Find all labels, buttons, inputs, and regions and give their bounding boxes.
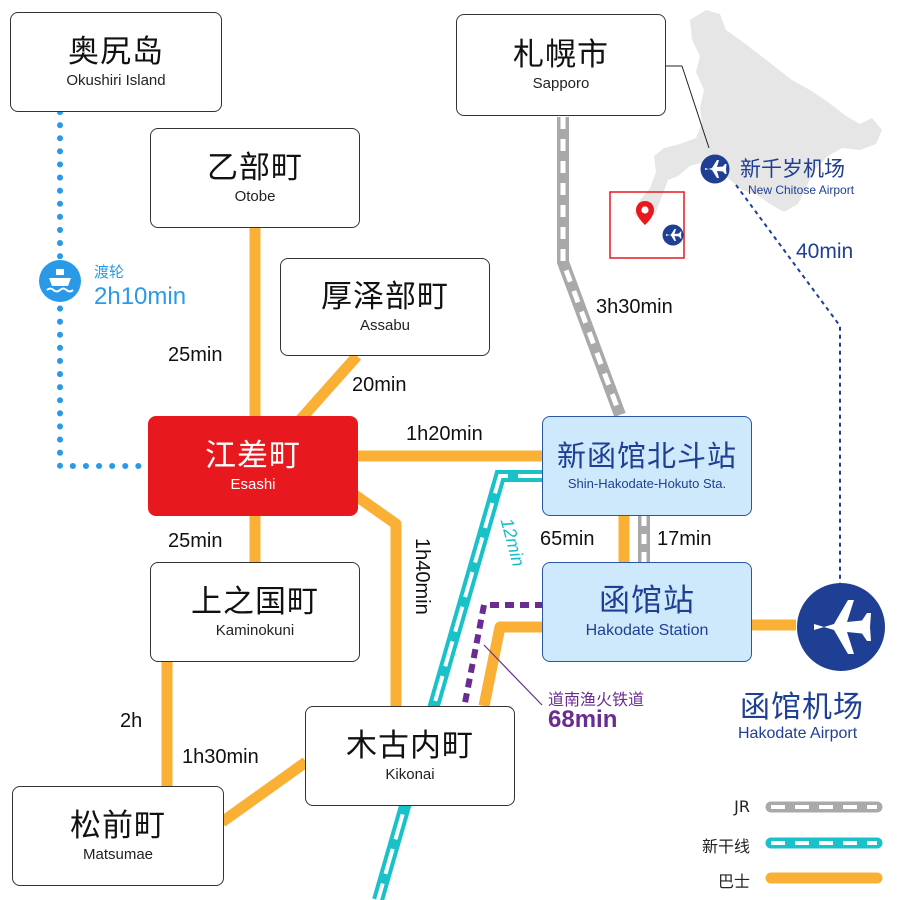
station-name-zh: 函馆站 <box>599 583 695 620</box>
station-kaminokuni[interactable]: 上之国町 Kaminokuni <box>150 562 360 662</box>
legend-lines <box>765 801 883 884</box>
time-sapporo-shinhakodate: 3h30min <box>596 296 673 318</box>
station-name-zh: 札幌市 <box>513 36 609 73</box>
station-name-en: Matsumae <box>82 846 154 864</box>
station-hakodate[interactable]: 函馆站 Hakodate Station <box>542 562 752 662</box>
new-chitose-airport-icon <box>700 154 730 184</box>
bus-routes <box>161 226 796 827</box>
station-name-en: Okushiri Island <box>66 72 166 90</box>
new-chitose-airport-name-en: New Chitose Airport <box>748 183 855 197</box>
private-rail-line <box>461 602 544 709</box>
time-otobe-esashi: 25min <box>168 344 223 366</box>
station-assabu[interactable]: 厚泽部町 Assabu <box>280 258 490 356</box>
ship-icon <box>39 260 81 302</box>
station-matsumae[interactable]: 松前町 Matsumae <box>12 786 224 886</box>
time-chitose-hakodate: 40min <box>796 240 854 263</box>
inset-airport-icon <box>662 224 684 246</box>
jr-lines <box>557 117 650 563</box>
station-name-zh: 木古内町 <box>346 727 474 764</box>
legend-label-shinkansen: 新干线 <box>701 837 750 856</box>
legend-label-jr: JR <box>734 797 750 816</box>
station-shin-hakodate-hokuto[interactable]: 新函馆北斗站 Shin-Hakodate-Hokuto Sta. <box>542 416 752 516</box>
station-name-zh: 江差町 <box>205 437 301 474</box>
station-name-en: Shin-Hakodate-Hokuto Sta. <box>567 475 727 491</box>
time-shinhakodate-hakodate-bus: 65min <box>540 528 595 550</box>
station-name-zh: 奥尻岛 <box>68 33 164 70</box>
station-name-zh: 新函馆北斗站 <box>556 439 737 474</box>
ferry-time: 2h10min <box>94 283 187 310</box>
station-sapporo[interactable]: 札幌市 Sapporo <box>456 14 666 116</box>
time-esashi-kikonai: 1h40min <box>411 538 433 615</box>
ferry-route <box>57 109 151 469</box>
station-okushiri[interactable]: 奥尻岛 Okushiri Island <box>10 12 222 112</box>
station-name-en: Otobe <box>234 188 276 206</box>
station-name-en: Esashi <box>230 476 276 494</box>
chitose-airport-route <box>735 184 841 586</box>
station-name-en: Kikonai <box>385 766 435 784</box>
time-assabu-esashi: 20min <box>352 374 407 396</box>
time-esashi-kaminokuni: 25min <box>168 530 223 552</box>
station-name-en: Hakodate Station <box>585 621 709 639</box>
time-esashi-shinhakodate: 1h20min <box>406 423 483 445</box>
hakodate-airport-name-zh: 函馆机场 <box>740 690 864 725</box>
time-shinhakodate-hakodate-jr: 17min <box>657 528 712 550</box>
new-chitose-airport-name-zh: 新千岁机场 <box>740 157 845 181</box>
station-name-en: Kaminokuni <box>215 622 295 640</box>
station-otobe[interactable]: 乙部町 Otobe <box>150 128 360 228</box>
station-name-zh: 松前町 <box>70 807 166 844</box>
station-esashi[interactable]: 江差町 Esashi <box>148 416 358 516</box>
station-name-zh: 乙部町 <box>207 149 303 186</box>
legend-label-bus: 巴士 <box>717 872 750 891</box>
time-matsumae-kikonai: 1h30min <box>182 746 259 768</box>
station-kikonai[interactable]: 木古内町 Kikonai <box>305 706 515 806</box>
time-kaminokuni-matsumae: 2h <box>120 710 143 732</box>
station-name-zh: 厚泽部町 <box>321 278 449 315</box>
station-name-en: Assabu <box>359 317 411 335</box>
hakodate-airport-icon <box>797 583 885 671</box>
private-rail-label: 道南渔火铁道 <box>548 690 645 709</box>
station-name-en: Sapporo <box>532 75 590 93</box>
station-name-zh: 上之国町 <box>191 583 319 620</box>
ferry-label: 渡轮 <box>94 263 125 281</box>
private-rail-time: 68min <box>548 706 618 733</box>
location-pin-icon <box>636 201 654 225</box>
hakodate-airport-name-en: Hakodate Airport <box>738 725 858 742</box>
private-rail-callout <box>483 644 543 706</box>
